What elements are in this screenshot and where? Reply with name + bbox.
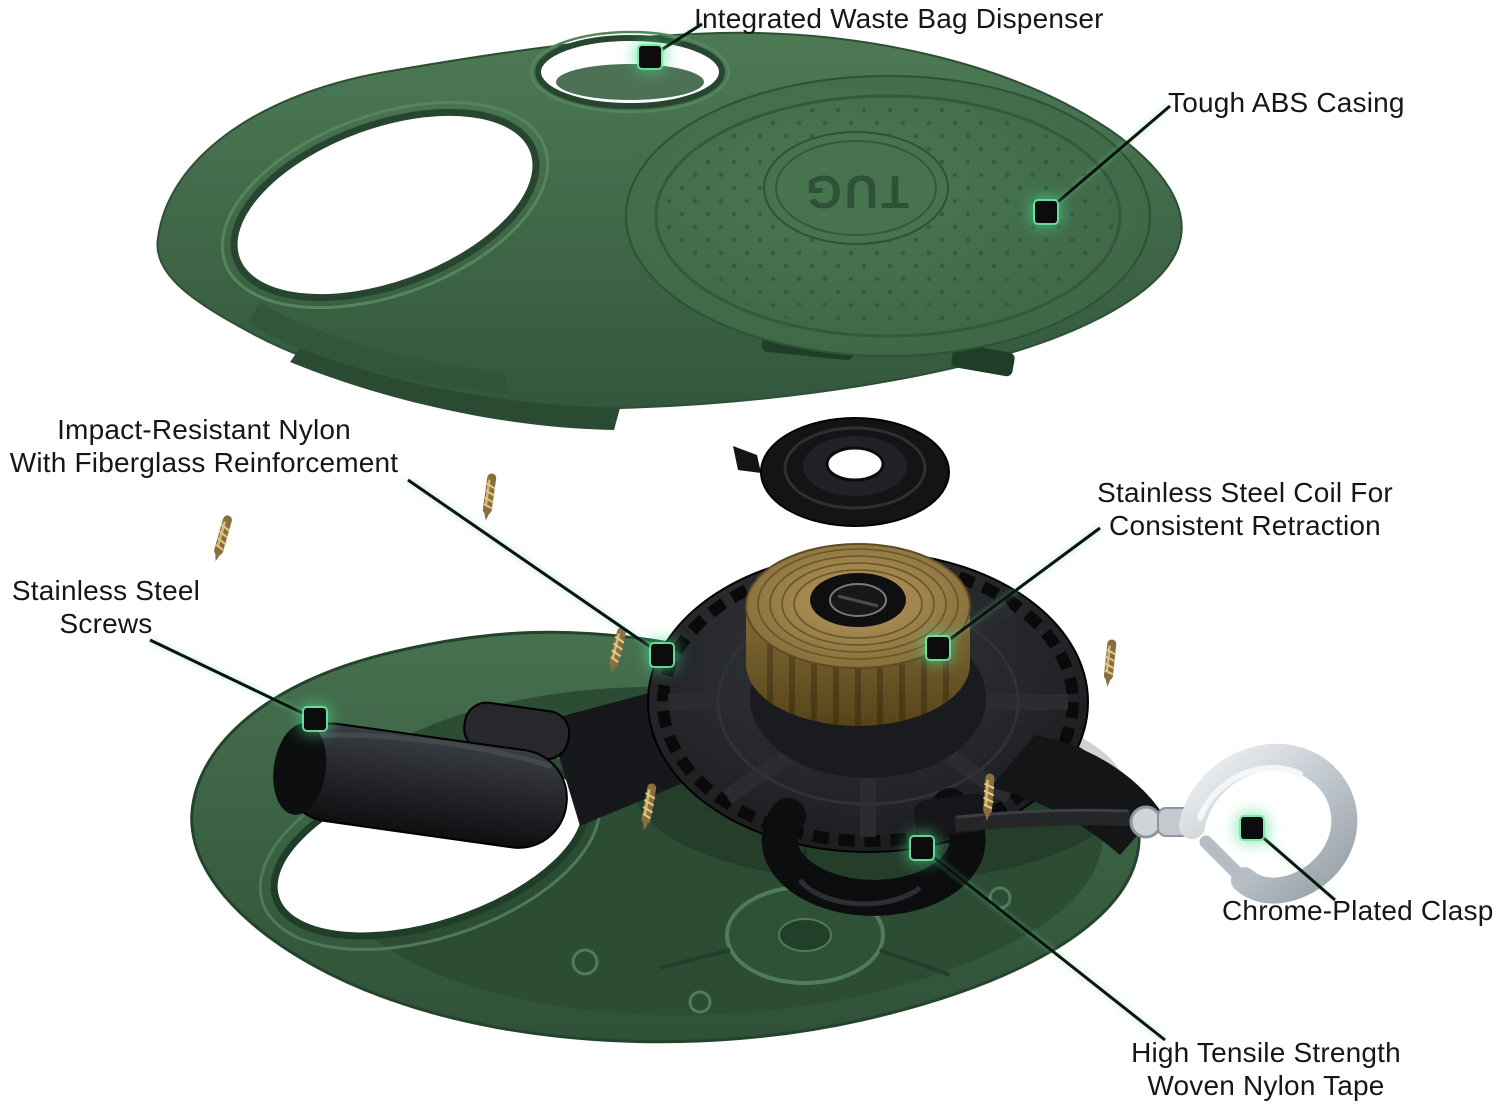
callout-line-screws — [149, 638, 316, 721]
callout-marker-nylon — [651, 644, 673, 666]
callout-label-clasp: Chrome-Plated Clasp — [1222, 895, 1494, 926]
dispenser-hole — [529, 30, 731, 114]
callout-marker-clasp — [1241, 817, 1263, 839]
callout-label-waste-bag: Integrated Waste Bag Dispenser — [694, 3, 1104, 34]
brake-lever — [273, 701, 571, 849]
callout-line-clasp — [1251, 826, 1336, 902]
callout-label-tape: High Tensile Strength Woven Nylon Tape — [1131, 1037, 1401, 1102]
callout-marker-waste-bag — [639, 46, 661, 68]
handle-hole-top — [220, 100, 550, 310]
callout-line-nylon — [407, 478, 663, 657]
callout-label-abs-casing: Tough ABS Casing — [1168, 87, 1405, 118]
callout-label-screws: Stainless Steel Screws — [11, 575, 201, 640]
clasp — [1129, 743, 1358, 904]
callout-line-coil — [937, 526, 1101, 650]
brand-logo: TUG — [803, 166, 909, 218]
callout-line-abs-casing — [1045, 104, 1171, 214]
top-shell: TUG — [156, 30, 1183, 430]
nylon-tape — [954, 808, 1131, 832]
callout-marker-screws — [304, 708, 326, 730]
callout-label-nylon: Impact-Resistant Nylon With Fiberglass R… — [9, 414, 399, 479]
callout-marker-coil — [927, 637, 949, 659]
callout-label-coil: Stainless Steel Coil For Consistent Retr… — [1097, 477, 1393, 542]
callout-lines — [149, 22, 1336, 1042]
bearing-ring — [733, 417, 950, 527]
callout-marker-abs-casing — [1035, 201, 1057, 223]
coil-drum — [745, 543, 971, 726]
callout-line-tape — [921, 846, 1166, 1042]
callout-marker-tape — [911, 837, 933, 859]
